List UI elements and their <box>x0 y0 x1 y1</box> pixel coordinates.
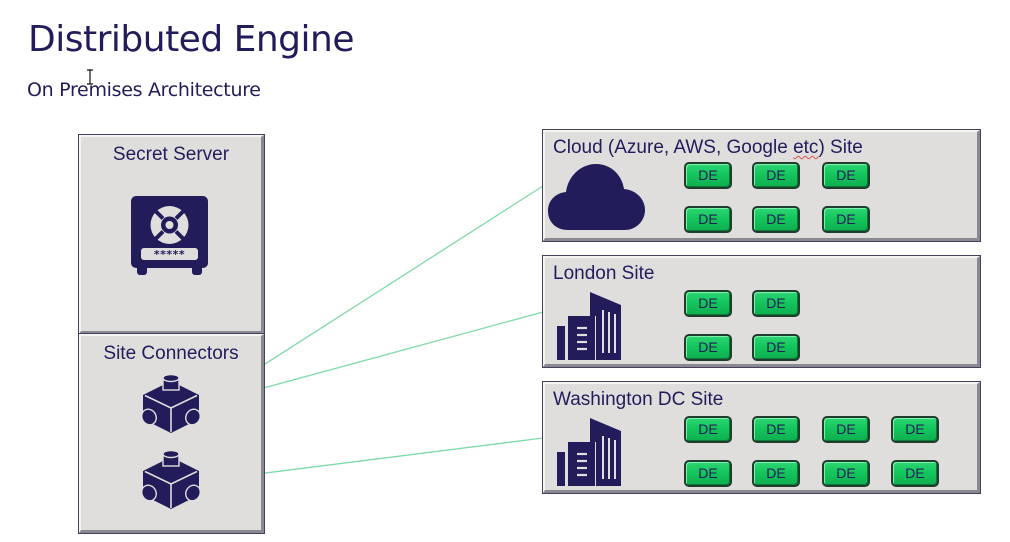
cloud-icon <box>548 164 645 230</box>
distributed-engine[interactable]: DE <box>684 206 732 233</box>
site-label: Washington DC Site <box>553 389 724 410</box>
building-icon <box>557 292 621 360</box>
distributed-engine[interactable]: DE <box>752 460 800 487</box>
site-connectors-label: Site Connectors <box>103 343 239 364</box>
site-panel-washington-dc[interactable]: Washington DC Site DE DE DE DE DE DE DE … <box>542 381 981 494</box>
distributed-engine[interactable]: DE <box>822 162 870 189</box>
site-label-part: Cloud (Azure, AWS, Google <box>553 137 794 158</box>
site-label-part-misspelled: etc <box>793 137 819 158</box>
safe-icon: ***** <box>131 196 208 275</box>
secret-server-label: Secret Server <box>112 144 230 165</box>
distributed-engine[interactable]: DE <box>684 290 732 317</box>
distributed-engine[interactable]: DE <box>684 334 732 361</box>
distributed-engine[interactable]: DE <box>752 416 800 443</box>
site-label: Cloud (Azure, AWS, Google etc) Site <box>553 137 863 159</box>
page-subtitle: On Premises Architecture <box>27 79 261 101</box>
distributed-engine[interactable]: DE <box>891 416 939 443</box>
distributed-engine[interactable]: DE <box>684 460 732 487</box>
site-label: London Site <box>553 263 655 284</box>
text-cursor-icon <box>87 69 93 85</box>
building-icon <box>557 418 621 486</box>
page-title: Distributed Engine <box>28 19 355 60</box>
distributed-engine[interactable]: DE <box>684 416 732 443</box>
distributed-engine[interactable]: DE <box>891 460 939 487</box>
distributed-engine[interactable]: DE <box>684 162 732 189</box>
distributed-engine[interactable]: DE <box>752 334 800 361</box>
site-panel-london[interactable]: London Site DE DE DE DE <box>542 255 981 368</box>
site-label-part: ) Site <box>818 137 863 158</box>
site-panel-cloud[interactable]: Cloud (Azure, AWS, Google etc) Site DE D… <box>542 129 981 242</box>
distributed-engine[interactable]: DE <box>752 290 800 317</box>
cube-connector-icon[interactable] <box>139 449 203 513</box>
distributed-engine[interactable]: DE <box>822 416 870 443</box>
distributed-engine[interactable]: DE <box>822 460 870 487</box>
distributed-engine[interactable]: DE <box>822 206 870 233</box>
cube-connector-icon[interactable] <box>139 373 203 437</box>
distributed-engine[interactable]: DE <box>752 206 800 233</box>
distributed-engine[interactable]: DE <box>752 162 800 189</box>
svg-text:*****: ***** <box>154 248 185 261</box>
